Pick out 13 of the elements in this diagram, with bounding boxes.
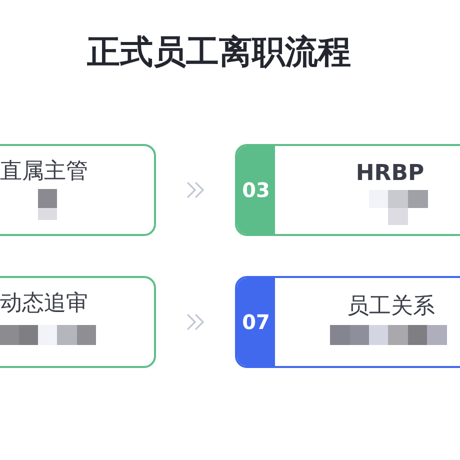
step-box <box>0 276 156 368</box>
step-title: 动态追审 <box>0 291 88 317</box>
step-title: 员工关系 <box>347 294 435 320</box>
step-card <box>235 144 460 236</box>
step-title: 直属主管 <box>0 159 88 185</box>
title: 正式员工离职流程 <box>87 34 351 70</box>
step-title: HRBP <box>356 161 424 187</box>
step-box <box>0 144 156 236</box>
chevron-arrow <box>187 182 204 198</box>
step-card <box>235 276 460 368</box>
chevron-arrow <box>187 314 204 330</box>
number-badge: 07 <box>237 278 275 366</box>
number-badge: 03 <box>237 146 275 234</box>
